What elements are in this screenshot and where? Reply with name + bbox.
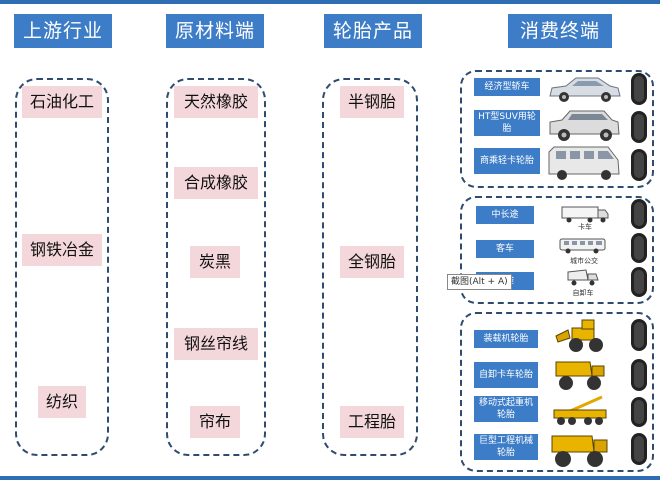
tire-icon [631,433,647,465]
tire-icon [631,73,647,105]
screenshot-tooltip: 截图(Alt + A) [447,274,512,290]
raw-item-cord-fabric: 帘布 [190,406,240,438]
tire-item-semi-steel: 半钢胎 [340,86,404,118]
tire-icon [631,397,647,427]
upstream-item-textile: 纺织 [38,386,86,418]
tire-products-column-box [322,78,418,456]
tire-icon [631,111,647,143]
consumer-label-economy-car: 经济型轿车 [474,78,540,96]
consumer-group-commercial [460,196,654,304]
giant-mining-truck-icon [551,435,608,467]
raw-item-steel-cord: 钢丝帘线 [174,328,258,360]
consumer-label-dump-truck-tire: 自卸卡车轮胎 [474,362,538,388]
upstream-item-petrochemical: 石油化工 [22,86,102,118]
mining-dump-truck-icon [555,361,605,390]
wheel-loader-icon [555,319,603,352]
van-icon [548,146,620,180]
tire-icon [631,149,647,181]
sedan-car-icon [549,77,621,102]
raw-item-carbon-black: 炭黑 [190,246,240,278]
bottom-accent-bar [0,476,660,480]
city-bus-icon [559,238,606,254]
tire-item-all-steel: 全钢胎 [340,246,404,278]
truck-icon [561,206,609,223]
consumer-label-giant-machinery-tire: 巨型工程机械轮胎 [474,434,538,460]
consumer-label-loader-tire: 装载机轮胎 [474,330,538,348]
caption-dump-truck: 自卸车 [572,289,594,297]
raw-item-synthetic-rubber: 合成橡胶 [174,167,258,199]
consumer-label-long-haul: 中长途 [476,206,534,224]
tire-icon [631,319,647,351]
header-raw-materials: 原材料端 [166,14,264,48]
consumer-group-engineering [460,312,654,472]
raw-materials-column-box [166,78,266,456]
header-consumer-end: 消费终端 [508,14,612,48]
caption-city-bus: 城市公交 [570,257,598,265]
upstream-item-steel-metallurgy: 钢铁冶金 [22,234,102,266]
mobile-crane-icon [553,395,607,425]
top-accent-bar [0,0,660,4]
consumer-label-bus: 客车 [476,240,534,258]
consumer-label-light-truck-tire: 商乘轻卡轮胎 [474,148,540,174]
tire-icon [631,233,647,263]
tire-icon [631,199,647,229]
consumer-group-passenger [460,70,654,188]
tire-icon [631,267,647,297]
raw-item-natural-rubber: 天然橡胶 [174,86,258,118]
dump-truck-icon [567,269,599,286]
header-tire-products: 轮胎产品 [324,14,422,48]
suv-car-icon [549,110,620,141]
caption-truck: 卡车 [578,223,592,231]
upstream-column-box [15,78,109,456]
header-upstream: 上游行业 [14,14,112,48]
tire-icon [631,359,647,391]
tire-item-engineering: 工程胎 [340,406,404,438]
consumer-label-crane-tire: 移动式起重机轮胎 [474,396,538,422]
consumer-label-suv-tire: HT型SUV用轮胎 [474,110,540,136]
